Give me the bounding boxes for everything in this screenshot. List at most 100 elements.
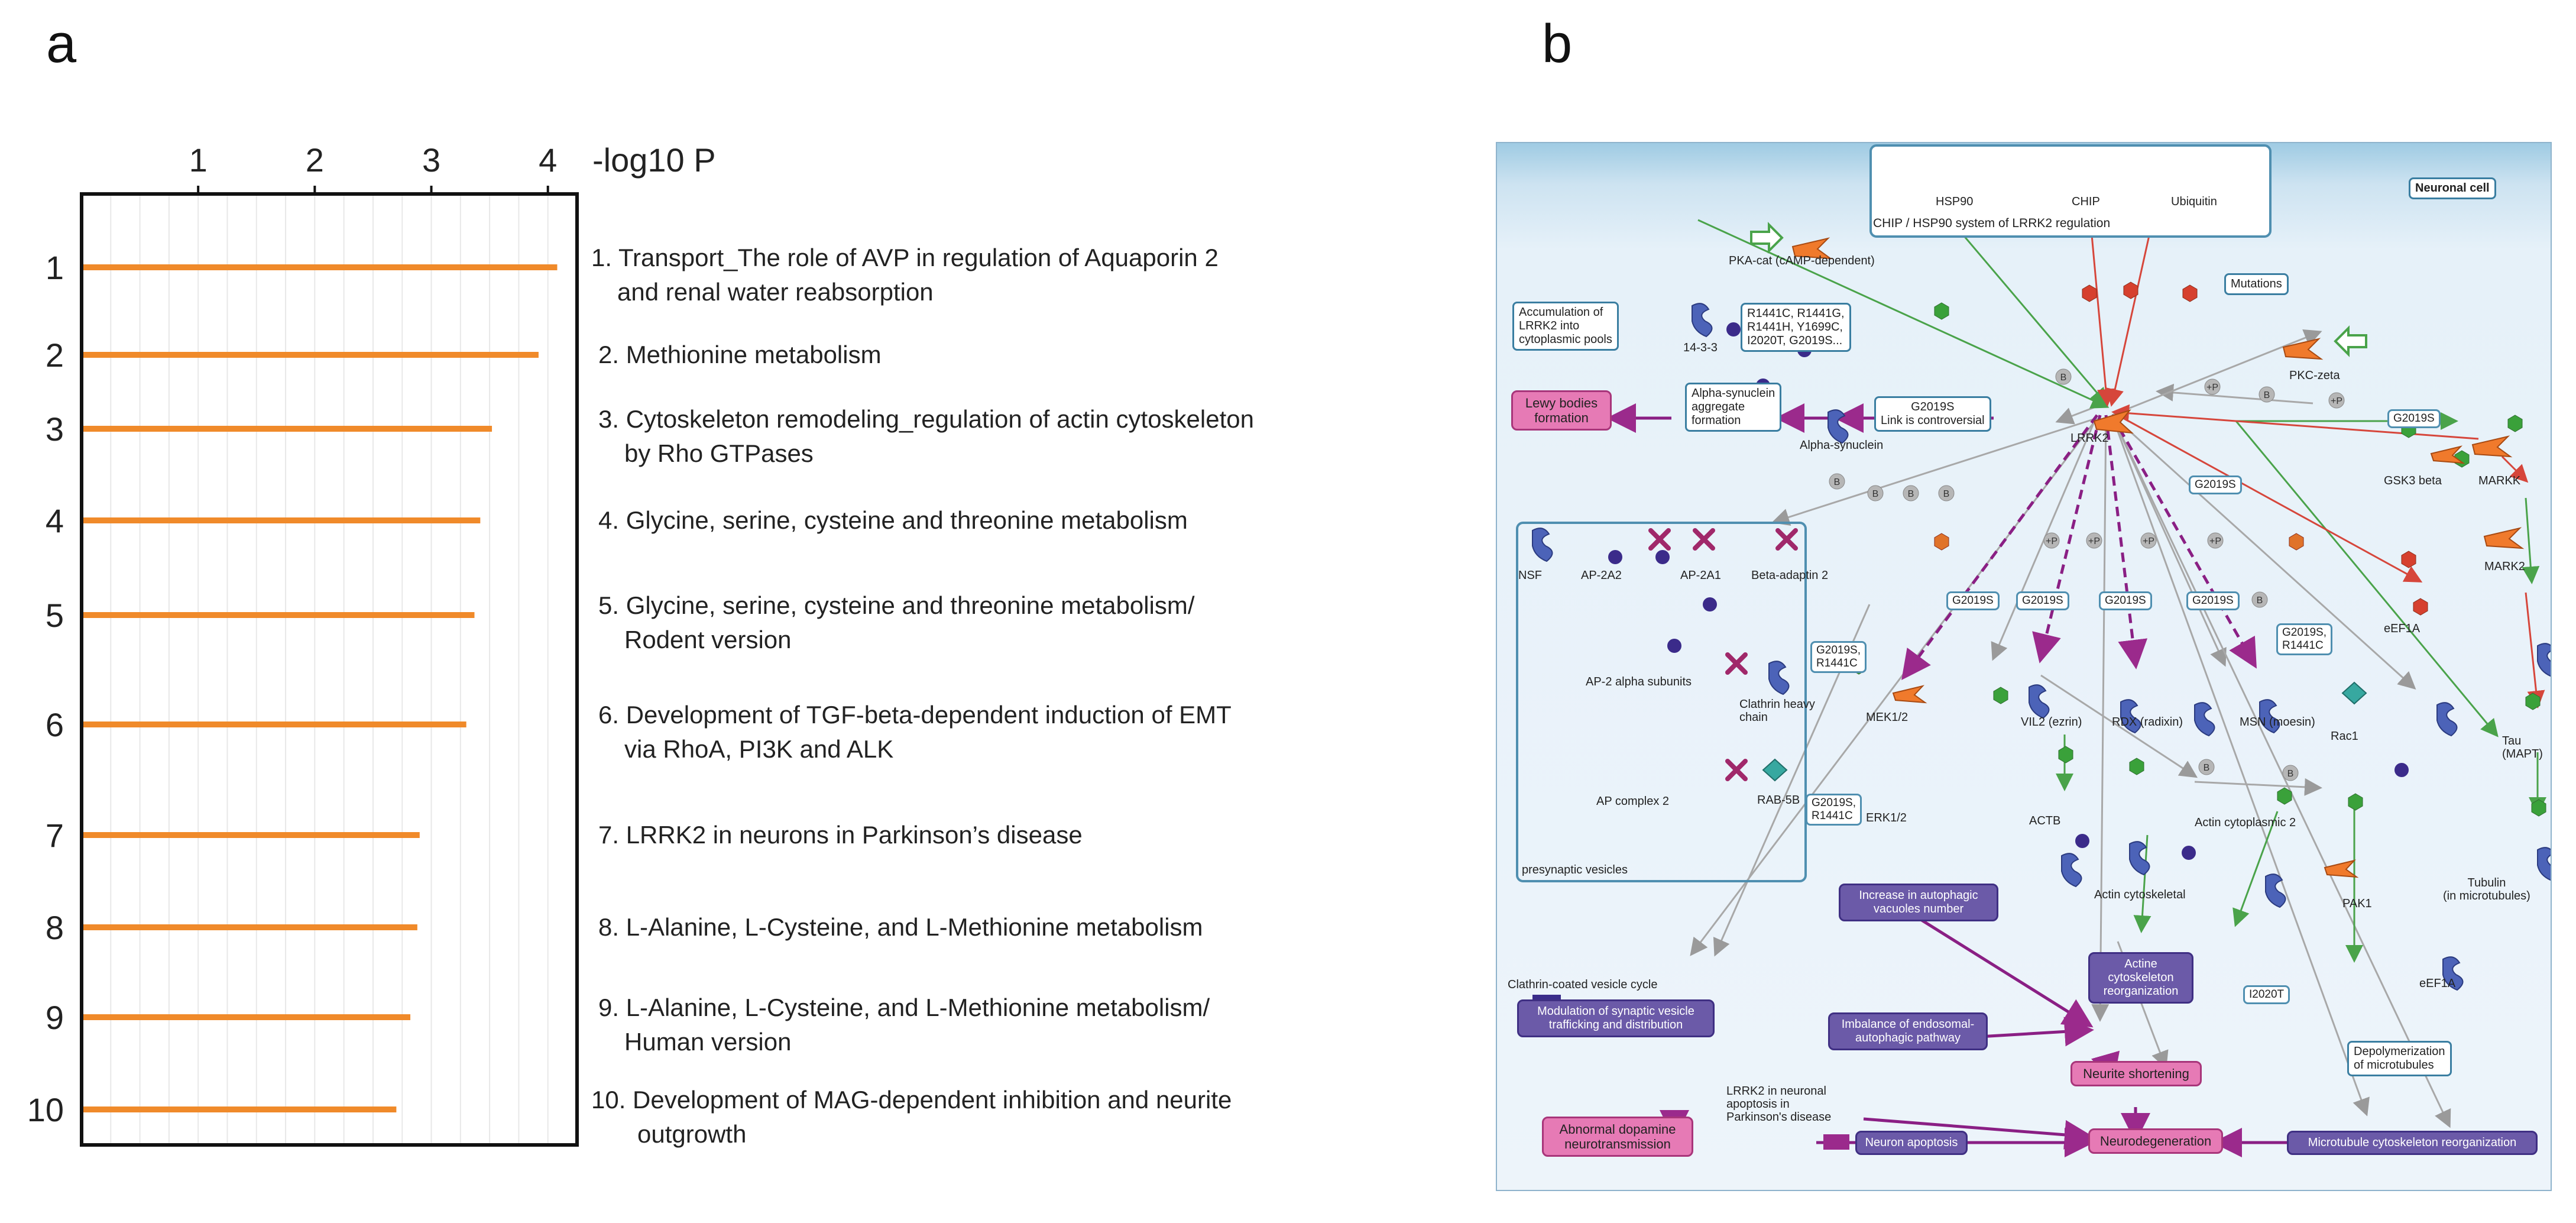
outcome-neurite: Neurite shortening xyxy=(2070,1061,2202,1086)
node-pka: PKA-cat (cAMP-dependent) xyxy=(1729,254,1875,267)
chip-hsp90-group-label: CHIP / HSP90 system of LRRK2 regulation xyxy=(1873,216,2111,230)
pathway-name-7-line1: 7. LRRK2 in neurons in Parkinson’s disea… xyxy=(598,821,1083,849)
node-rdx: RDX (radixin) xyxy=(2112,716,2183,729)
node-tubulin-line1: Tubulin xyxy=(2467,876,2506,889)
node-mark2: MARK2 xyxy=(2484,560,2525,573)
outcome-actin-reorg-line2: cytoskeleton xyxy=(2108,971,2174,984)
node-tubulin: Tubulin (in microtubules) xyxy=(2443,876,2530,902)
outcome-autophagic-line1: Increase in autophagic xyxy=(1859,889,1978,902)
outcome-neurodegeneration: Neurodegeneration xyxy=(2088,1128,2223,1154)
bar-9 xyxy=(82,1014,411,1020)
note-g2019s-1: G2019S xyxy=(1946,591,2000,610)
node-ap2-alpha: AP-2 alpha subunits xyxy=(1586,675,1692,688)
outcome-neuron-apoptosis: Neuron apoptosis xyxy=(1855,1131,1968,1155)
node-beta-adaptin: Beta-adaptin 2 xyxy=(1751,569,1829,582)
pathway-name-4-line1: 4. Glycine, serine, cysteine and threoni… xyxy=(598,506,1188,534)
svg-text:+P: +P xyxy=(2209,536,2221,546)
node-clathrin-cycle: Clathrin-coated vesicle cycle xyxy=(1508,978,1658,991)
pathway-name-9-line2: Human version xyxy=(624,1028,791,1056)
note-g2019s-link-line1: G2019S xyxy=(1911,400,1955,413)
node-actin-cyto2: Actin cytoplasmic 2 xyxy=(2195,816,2296,829)
note-mutation-list-line2: R1441H, Y1699C, xyxy=(1747,321,1843,334)
bar-7 xyxy=(82,832,420,838)
node-tau: Tau (MAPT) xyxy=(2502,735,2543,761)
row-label-10: 10 xyxy=(27,1091,64,1128)
x-tick-label-3: 3 xyxy=(422,141,440,179)
node-gsk3: GSK3 beta xyxy=(2384,474,2442,487)
cell-label: Neuronal cell xyxy=(2409,177,2496,199)
note-accumulation: Accumulation of LRRK2 into cytoplasmic p… xyxy=(1512,302,1619,351)
pathway-name-10-line1: 10. Development of MAG-dependent inhibit… xyxy=(591,1086,1232,1114)
lrrk2-apoptosis-line1: LRRK2 in neuronal xyxy=(1726,1085,1826,1098)
pathway-name-3-line1: 3. Cytoskeleton remodeling_regulation of… xyxy=(598,405,1254,433)
bar-6 xyxy=(82,721,466,727)
note-g2019s-2: G2019S xyxy=(2016,591,2069,610)
row-label-7: 7 xyxy=(46,817,64,854)
pathway-name-3-line2: by Rho GTPases xyxy=(624,439,814,467)
note-g2019s-markk: G2019S xyxy=(2387,409,2441,428)
node-alpha-syn: Alpha-synuclein xyxy=(1800,439,1884,452)
node-hsp90: HSP90 xyxy=(1936,195,1974,208)
panel-letter-b: b xyxy=(1542,14,1573,74)
svg-text:+P: +P xyxy=(2088,536,2100,546)
pathway-name-5-line1: 5. Glycine, serine, cysteine and threoni… xyxy=(598,591,1195,619)
node-eef1: eEF1A xyxy=(2419,977,2456,990)
row-label-2: 2 xyxy=(46,337,64,374)
node-mek12: MEK1/2 xyxy=(1866,711,1908,724)
bar-1 xyxy=(82,264,558,270)
svg-text:+P: +P xyxy=(2206,383,2218,393)
note-g2019s-r1441c-b: G2019S, R1441C xyxy=(2276,623,2332,655)
outcome-synaptic-line1: Modulation of synaptic vesicle xyxy=(1537,1005,1694,1018)
row-label-9: 9 xyxy=(46,999,64,1036)
pathway-name-5-line2: Rodent version xyxy=(624,626,792,653)
note-mutation-list-line3: I2020T, G2019S... xyxy=(1747,334,1843,347)
node-14-3-3: 14-3-3 xyxy=(1683,341,1718,354)
panel-letter-a: a xyxy=(46,14,77,74)
outcome-endosomal-line2: autophagic pathway xyxy=(1855,1031,1961,1044)
pathway-name-9-line1: 9. L-Alanine, L-Cysteine, and L-Methioni… xyxy=(598,994,1210,1021)
svg-text:B: B xyxy=(1908,489,1914,499)
svg-text:B: B xyxy=(1943,489,1950,499)
chart-grid xyxy=(110,194,549,1145)
x-tick-label-1: 1 xyxy=(189,141,208,179)
pathway-name-1-line2: and renal water reabsorption xyxy=(617,278,934,306)
node-msn: MSN (moesin) xyxy=(2240,716,2315,729)
lrrk2-apoptosis-line3: Parkinson's disease xyxy=(1726,1111,1832,1124)
svg-text:B: B xyxy=(2060,373,2067,383)
pathway-name-8-line1: 8. L-Alanine, L-Cysteine, and L-Methioni… xyxy=(598,913,1203,941)
note-g2019s-link: G2019S Link is controversial xyxy=(1874,396,1991,432)
outcome-autophagic-line2: vacuoles number xyxy=(1873,902,1964,915)
neuron-apoptosis-marker xyxy=(1823,1134,1849,1150)
x-axis-label: -log10 P xyxy=(592,141,716,179)
node-rac1: Rac1 xyxy=(2331,730,2358,743)
svg-text:B: B xyxy=(1834,477,1841,487)
chart-plot-frame xyxy=(80,192,579,1147)
node-clathrin-line2: chain xyxy=(1739,711,1768,724)
row-label-6: 6 xyxy=(46,706,64,743)
bar-8 xyxy=(82,924,417,930)
svg-text:B: B xyxy=(2257,596,2263,606)
bar-10 xyxy=(82,1106,397,1112)
pathway-name-6-line1: 6. Development of TGF-beta-dependent ind… xyxy=(598,701,1232,729)
node-erk12: ERK1/2 xyxy=(1866,811,1907,824)
bar-2 xyxy=(82,352,539,358)
presynaptic-vesicle-group xyxy=(1516,522,1807,882)
note-aggregate-line1: Alpha-synuclein xyxy=(1692,387,1775,400)
x-tick-label-4: 4 xyxy=(539,141,557,179)
node-ubiquitin: Ubiquitin xyxy=(2171,195,2217,208)
node-ap2a1: AP-2A1 xyxy=(1680,569,1721,582)
note-g2019s-3: G2019S xyxy=(2099,591,2152,610)
note-accumulation-line1: Accumulation of xyxy=(1519,306,1603,319)
note-mutation-list-line1: R1441C, R1441G, xyxy=(1747,307,1845,320)
note-g2019s-r1441c-a-line1: G2019S, xyxy=(1816,644,1861,656)
node-actb: ACTB xyxy=(2029,814,2061,827)
outcome-actin-reorg: Actine cytoskeleton reorganization xyxy=(2088,952,2193,1004)
bar-5 xyxy=(82,612,475,618)
svg-text:B: B xyxy=(2204,763,2210,773)
pathway-names: 1. Transport_The role of AVP in regulati… xyxy=(591,244,1254,1148)
node-pkc: PKC-zeta xyxy=(2289,369,2340,382)
chart-bars xyxy=(82,264,558,1112)
outcome-microtubule: Microtubule cytoskeleton reorganization xyxy=(2287,1131,2538,1155)
outcome-dopamine-line2: neurotransmission xyxy=(1564,1137,1671,1151)
svg-text:B: B xyxy=(2264,390,2270,400)
